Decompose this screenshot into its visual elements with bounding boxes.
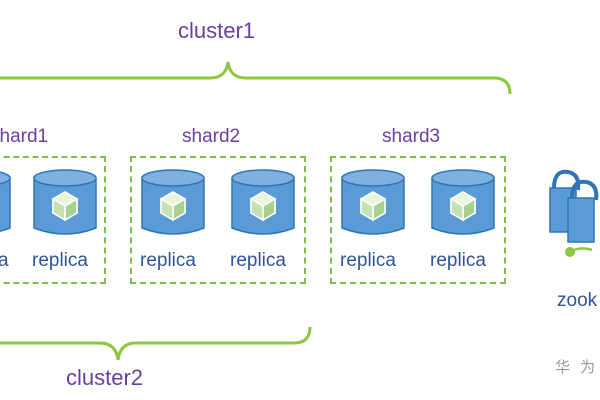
shard2-box xyxy=(130,156,306,284)
shard3-replica2-label: replica xyxy=(430,250,486,271)
zookeeper-label: zook xyxy=(557,290,598,311)
cluster2-label: cluster2 xyxy=(66,365,144,390)
shard3-replica1-label: replica xyxy=(340,250,396,271)
shard1-box xyxy=(0,156,106,284)
shard2-replica2-label: replica xyxy=(230,250,286,271)
replica-cylinder-icon xyxy=(231,169,295,235)
replica-cylinder-icon xyxy=(431,169,495,235)
shard1-label: shard1 xyxy=(0,126,49,147)
watermark: 华 为 xyxy=(555,359,599,376)
cluster2-brace xyxy=(0,326,312,361)
replica-cylinder-icon xyxy=(141,169,205,235)
replica-cylinder-icon xyxy=(33,169,97,235)
shard3-label: shard3 xyxy=(382,126,441,147)
replica-cylinder-icon xyxy=(0,169,11,235)
cluster1-label: cluster1 xyxy=(178,18,256,43)
shard2-replica1-label: replica xyxy=(140,250,196,271)
replica-cylinder-icon xyxy=(341,169,405,235)
shard3-box xyxy=(330,156,506,284)
shard2-label: shard2 xyxy=(182,126,241,147)
cluster1-brace xyxy=(0,61,512,95)
zookeeper-icon xyxy=(549,169,599,257)
shard1-replica1-label: a xyxy=(0,250,9,271)
shard1-replica2-label: replica xyxy=(32,250,88,271)
